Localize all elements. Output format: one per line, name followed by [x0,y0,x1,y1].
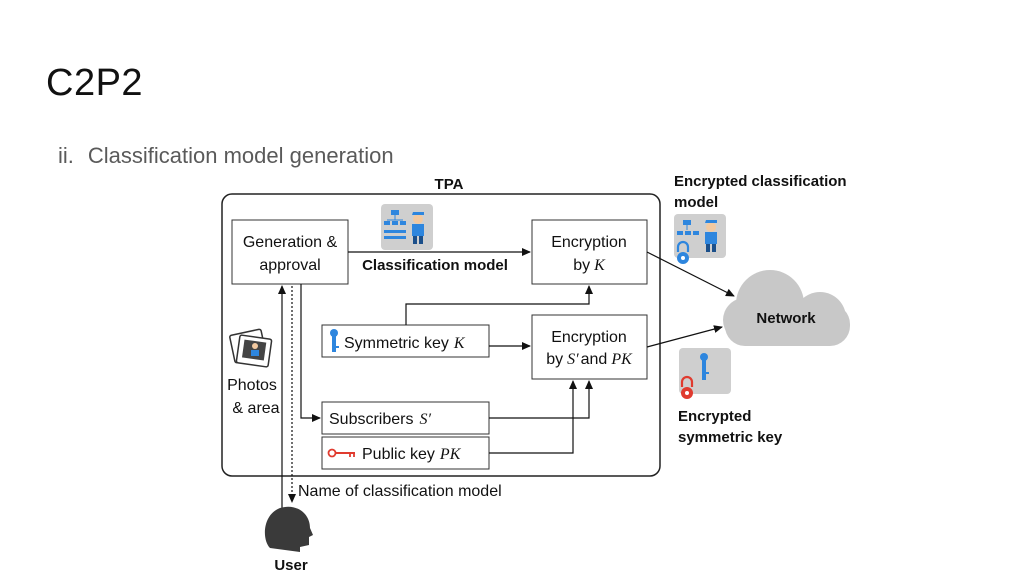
subscribers-var: S′ [419,411,431,428]
red-key-icon [327,448,355,458]
generation-label-1: Generation & [243,234,338,251]
enc-model-label-2: model [674,194,718,211]
encryption-spk-line1: Encryption [551,329,627,346]
network-label: Network [756,310,816,327]
generation-approval-box [231,219,349,285]
connectors [278,248,735,510]
subscribers-box [321,401,490,435]
encryption-spk-var1: S′ [567,351,579,368]
encryption-k-line1: Encryption [551,234,627,251]
tpa-container [221,193,661,477]
tpa-label: TPA [435,176,464,193]
symmetric-key-text: Symmetric key [344,335,449,352]
network-cloud [723,270,850,346]
enc-symkey-label-1: Encrypted [678,408,751,425]
encryption-spk-and: and [581,351,608,368]
encryption-k-box [531,219,648,285]
subscribers-text: Subscribers [329,411,413,428]
subtitle-text: Classification model generation [87,143,394,168]
encrypted-model-icon [674,214,726,258]
subscribers-label: Subscribers S′ [329,411,431,428]
blue-lock-icon [676,240,690,264]
name-of-model-label: Name of classification model [298,483,502,500]
photos-label-2: & area [232,400,279,417]
user-label: User [274,557,308,574]
public-key-text: Public key [362,446,435,463]
slide-title: C2P2 [46,62,144,104]
photos-label-1: Photos [227,377,277,394]
arrow-encspk-to-network [646,325,723,348]
enc-symkey-label-2: symmetric key [678,429,783,446]
key-icon [330,329,339,352]
subtitle-number: ii. [58,143,74,168]
slide-subtitle: ii. Classification model generation [58,143,394,169]
arrow-gen-to-subscribers [300,284,321,422]
arrow-symkey-to-enc-k [405,285,593,325]
arrow-enck-to-network [646,251,735,297]
generation-label-2: approval [259,257,320,274]
public-key-var: PK [439,446,462,463]
symmetric-key-var: K [453,335,466,352]
enc-model-label-1: Encrypted classification [674,173,847,190]
encryption-k-by: by [573,257,590,274]
encryption-spk-by: by [546,351,563,368]
user-icon [264,506,313,552]
arrow-subscribers-to-enc [489,380,593,419]
encryption-spk-var2: PK [610,351,633,368]
encryption-spk-box [531,314,648,380]
photos-icon [229,328,273,368]
encryption-k-var: K [593,257,606,274]
arrow-pubkey-to-enc [489,380,577,454]
symmetric-key-box [321,324,490,358]
red-lock-icon [680,375,694,399]
classification-model-icon [381,204,433,250]
classification-model-label: Classification model [362,257,508,274]
